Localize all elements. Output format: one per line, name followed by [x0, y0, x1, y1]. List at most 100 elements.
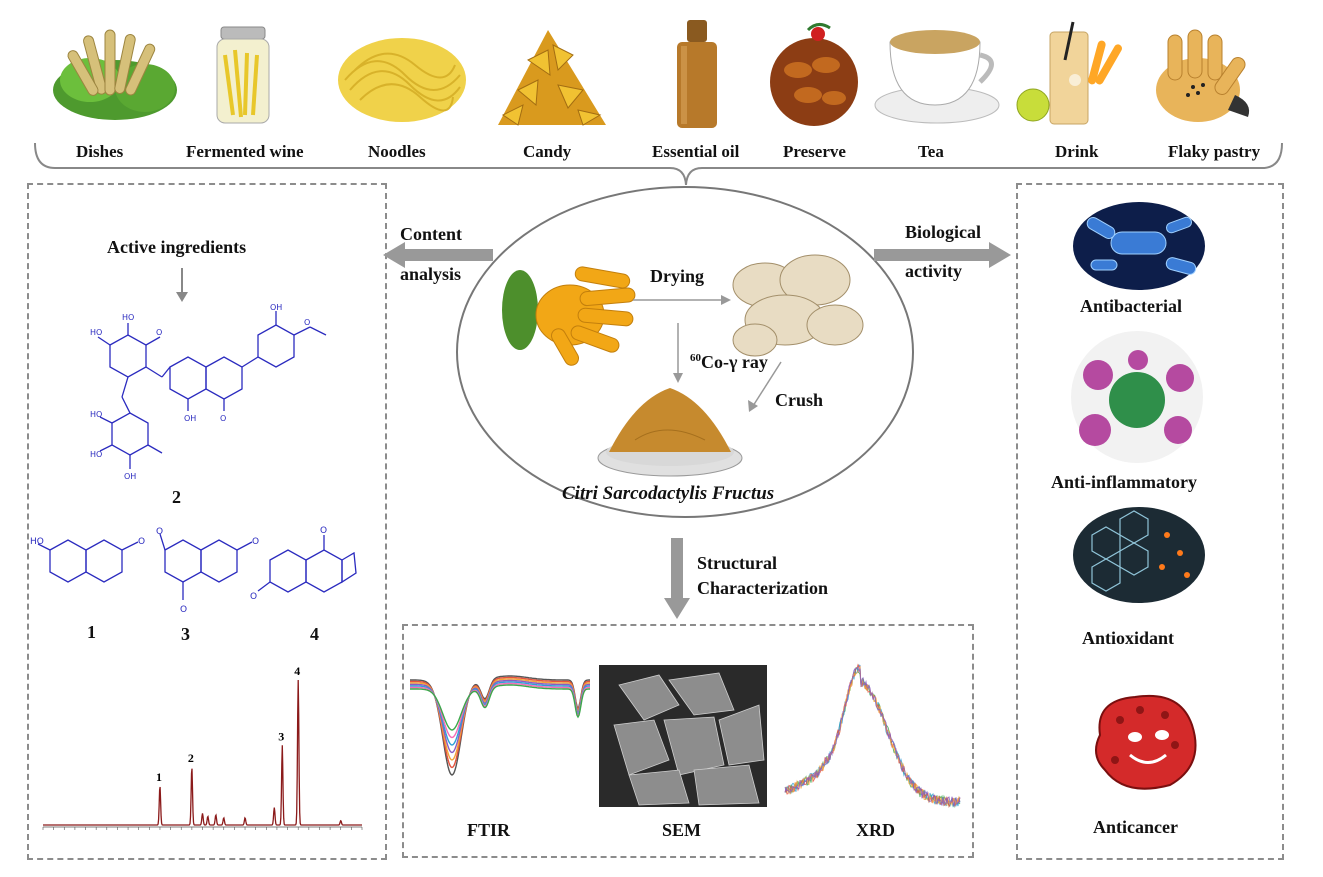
- product-label-essential-oil: Essential oil: [652, 142, 740, 161]
- down-arrow-icon: [176, 268, 188, 302]
- product-label-noodles: Noodles: [368, 142, 426, 161]
- compound-1-structure: HO O: [30, 537, 145, 583]
- biological-label: Biological: [905, 222, 981, 242]
- tea-icon: [874, 30, 1000, 124]
- biological-activity-arrow: [874, 242, 1011, 268]
- ftir-curve: [410, 682, 590, 739]
- characterization-label: Characterization: [697, 578, 828, 598]
- product-name-label: Citri Sarcodactylis Fructus: [562, 483, 775, 504]
- oxidation-icon: [1073, 507, 1205, 603]
- product-label-preserve: Preserve: [783, 142, 846, 161]
- active-ingredients-title: Active ingredients: [107, 237, 247, 257]
- svg-text:HO: HO: [90, 450, 102, 459]
- product-label-drink: Drink: [1055, 142, 1099, 161]
- dried-slices-icon: [732, 254, 864, 357]
- svg-text:HO: HO: [90, 410, 102, 419]
- svg-text:OH: OH: [184, 414, 196, 423]
- antioxidant-label: Antioxidant: [1082, 628, 1175, 648]
- candy-icon: [498, 30, 606, 126]
- center-ellipse: [456, 186, 914, 518]
- content-label: Content: [400, 224, 462, 244]
- fermented-wine-icon: [216, 26, 270, 124]
- drink-icon: [1016, 21, 1122, 125]
- anticancer-label: Anticancer: [1093, 817, 1178, 837]
- svg-text:HO: HO: [122, 313, 134, 322]
- svg-text:O: O: [156, 328, 162, 337]
- xrd-pattern: [784, 663, 961, 809]
- ftir-label: FTIR: [467, 820, 511, 840]
- ftir-curve: [410, 684, 590, 731]
- xrd-curve: [784, 667, 961, 809]
- analysis-label: analysis: [400, 264, 462, 284]
- sem-image: [599, 665, 767, 807]
- ftir-curve: [410, 678, 590, 761]
- cancer-cell-icon: [1095, 694, 1197, 790]
- structural-label: Structural: [697, 553, 777, 573]
- product-label-candy: Candy: [523, 142, 572, 161]
- crush-arrow-icon: [748, 361, 782, 412]
- svg-text:O: O: [180, 605, 187, 615]
- active-ingredients-panel: [27, 183, 387, 860]
- noodles-icon: [338, 38, 466, 122]
- gamma-ray-label: 60Co-γ ray: [690, 352, 768, 373]
- svg-text:OH: OH: [124, 472, 136, 481]
- fresh-fingered-citron-icon: [502, 266, 636, 366]
- structural-characterization-panel: [402, 624, 974, 858]
- product-label-dishes: Dishes: [76, 142, 124, 161]
- ftir-curve: [410, 679, 590, 754]
- inflammation-icon: [1071, 331, 1203, 463]
- svg-text:O: O: [252, 537, 259, 547]
- ftir-curve: [410, 681, 590, 746]
- structural-characterization-arrow: [664, 538, 690, 619]
- svg-text:O: O: [138, 537, 145, 547]
- svg-text:O: O: [250, 592, 257, 602]
- antibacterial-label: Antibacterial: [1080, 296, 1182, 316]
- products-brace: [34, 142, 1283, 186]
- compound-3-label: 3: [181, 624, 190, 644]
- anti-inflammatory-label: Anti-inflammatory: [1051, 472, 1197, 492]
- dishes-icon: [53, 29, 177, 120]
- svg-text:O: O: [220, 414, 226, 423]
- bacteria-icon: [1073, 202, 1205, 290]
- ftir-curve: [410, 675, 590, 776]
- xrd-label: XRD: [856, 820, 895, 840]
- drying-label: Drying: [650, 266, 704, 286]
- hplc-chromatogram: 1 2 3 4: [42, 664, 363, 830]
- svg-text:OH: OH: [270, 303, 282, 312]
- svg-text:O: O: [320, 526, 327, 536]
- ftir-spectrum: [410, 675, 590, 776]
- gamma-arrow-icon: [673, 323, 683, 383]
- compound-1-label: 1: [87, 622, 96, 642]
- essential-oil-icon: [677, 20, 717, 128]
- svg-text:O: O: [156, 527, 163, 537]
- xrd-curve: [784, 663, 961, 809]
- compound-4-label: 4: [310, 624, 319, 644]
- gamma-ray-text: Co-γ ray: [701, 352, 768, 372]
- svg-text:HO: HO: [90, 328, 102, 337]
- crush-label: Crush: [775, 390, 824, 410]
- chromatogram-peak-label: 3: [278, 729, 284, 743]
- xrd-curve: [784, 666, 961, 807]
- content-analysis-arrow: [383, 242, 493, 268]
- chromatogram-peak-label: 1: [156, 770, 162, 784]
- product-label-flaky-pastry: Flaky pastry: [1168, 142, 1261, 161]
- ftir-curve: [410, 676, 590, 769]
- gamma-isotope-number: 60: [690, 352, 701, 364]
- compound-2-structure: HO HO O OH O OH O HO HO OH: [90, 303, 327, 481]
- powder-dish-icon: [597, 388, 743, 477]
- preserve-icon: [770, 23, 858, 126]
- drying-arrow-icon: [633, 295, 731, 305]
- activity-label: activity: [905, 261, 962, 281]
- compound-4-structure: OO: [250, 526, 357, 602]
- product-label-fermented-wine: Fermented wine: [186, 142, 304, 161]
- xrd-curve: [784, 664, 961, 808]
- compound-3-structure: O O O: [156, 527, 259, 615]
- svg-text:O: O: [304, 318, 310, 327]
- compound-2-label: 2: [172, 487, 181, 507]
- sem-label: SEM: [662, 820, 702, 840]
- svg-text:HO: HO: [30, 537, 44, 547]
- biological-activity-panel: [1016, 183, 1284, 860]
- chromatogram-peak-label: 4: [294, 664, 300, 678]
- flaky-pastry-icon: [1156, 29, 1250, 122]
- chromatogram-peak-label: 2: [188, 751, 194, 765]
